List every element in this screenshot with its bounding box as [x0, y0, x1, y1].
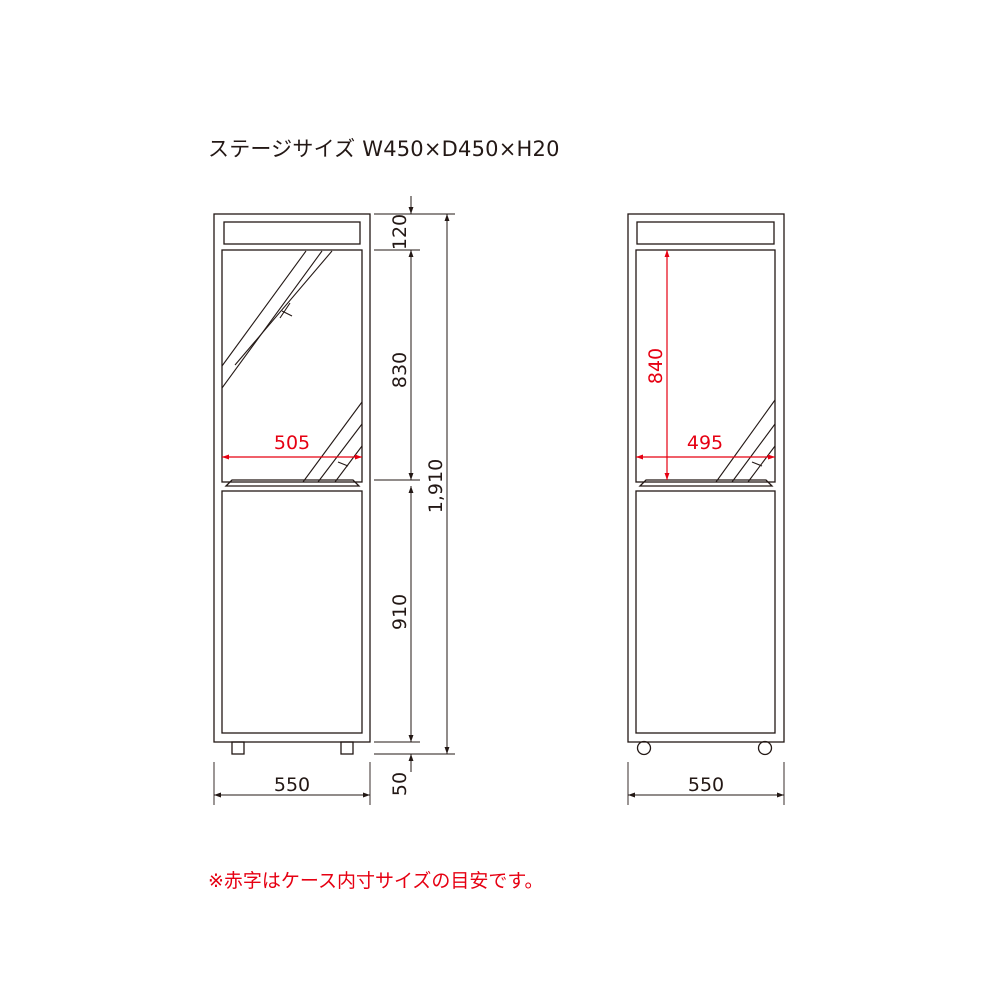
stage-size-title: ステージサイズ W450×D450×H20: [208, 137, 560, 161]
front-labels: 120 830 910 50 1,910 550 505: [274, 214, 447, 796]
front-extension-lines: [213, 213, 455, 805]
side-glass-opening: [635, 249, 776, 483]
front-foot-left: [231, 741, 245, 755]
side-glass-reflection: [715, 399, 776, 483]
front-dim-top-band: 120: [389, 214, 411, 250]
front-foot-right: [340, 741, 354, 755]
side-extension-lines: [627, 762, 785, 805]
note-text: ※赤字はケース内寸サイズの目安です。: [208, 870, 544, 892]
side-dim-inner-width: 495: [687, 432, 723, 454]
side-outer-frame: [627, 213, 785, 743]
front-dim-base: 50: [389, 772, 411, 796]
side-labels: 840 495 550: [645, 348, 724, 796]
front-top-panel: [223, 221, 361, 245]
side-lower-door: [635, 490, 776, 734]
side-view: [627, 213, 785, 805]
front-glass-shelf: [224, 479, 361, 487]
front-glass-reflection: [221, 250, 363, 483]
front-dim-total-height: 1,910: [425, 459, 447, 513]
side-dim-width: 550: [688, 774, 724, 796]
side-dim-inner-height: 840: [645, 348, 667, 384]
side-glass-shelf: [638, 479, 774, 487]
side-caster-left: [636, 740, 652, 756]
front-outer-frame: [213, 213, 371, 743]
front-view: [213, 196, 455, 805]
front-dim-lower-cabinet: 910: [389, 594, 411, 630]
front-dim-upper-case: 830: [389, 352, 411, 388]
side-caster-right: [757, 740, 773, 756]
front-dim-width: 550: [274, 774, 310, 796]
front-dim-inner-width: 505: [274, 432, 310, 454]
side-top-panel: [636, 221, 775, 245]
front-lower-door: [221, 490, 363, 734]
front-dimension-lines: [214, 196, 450, 798]
